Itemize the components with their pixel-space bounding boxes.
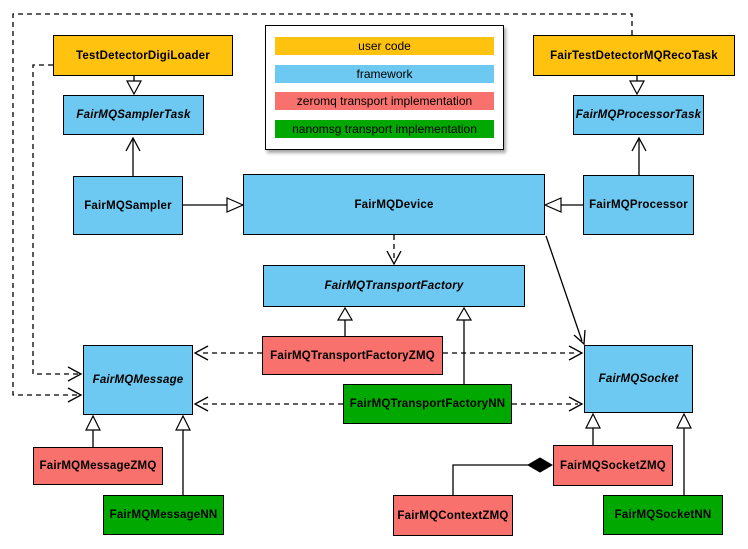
edge-dep-factoryzmq-socket xyxy=(443,345,584,361)
node-fairmq-processor-task: FairMQProcessorTask xyxy=(573,95,704,135)
node-fairmq-transport-factory-nn: FairMQTransportFactoryNN xyxy=(343,384,512,424)
node-fairmq-message-nn: FairMQMessageNN xyxy=(103,495,224,535)
edge-dep-factorynn-socket xyxy=(512,396,584,412)
edge-assoc-sampler-samplertask xyxy=(125,136,141,176)
node-fairmq-device: FairMQDevice xyxy=(243,174,545,235)
edge-inherit-factorynn-transportfactory xyxy=(455,306,473,384)
edge-dep-factorynn-message xyxy=(193,396,343,412)
node-fairmq-sampler-task: FairMQSamplerTask xyxy=(63,95,204,135)
legend-item-zeromq: zeromq transport implementation xyxy=(275,92,494,111)
node-fair-test-detector-mq-reco-task: FairTestDetectorMQRecoTask xyxy=(533,35,735,76)
edge-dep-digiloader-message xyxy=(32,64,83,382)
node-fairmq-transport-factory-zmq: FairMQTransportFactoryZMQ xyxy=(262,336,443,375)
edge-dep-recotask-message xyxy=(12,13,633,403)
edge-inherit-factoryzmq-transportfactory xyxy=(336,306,354,336)
edge-inherit-digiloader-samplertask xyxy=(125,76,143,96)
node-fairmq-socket: FairMQSocket xyxy=(584,345,693,413)
node-fairmq-transport-factory: FairMQTransportFactory xyxy=(263,265,525,307)
legend-item-nanomsg: nanomsg transport implementation xyxy=(275,119,494,138)
node-fairmq-processor: FairMQProcessor xyxy=(583,175,694,235)
edge-assoc-processor-processortask xyxy=(631,136,647,175)
node-test-detector-digi-loader: TestDetectorDigiLoader xyxy=(53,35,233,76)
edge-assoc-device-socket xyxy=(545,235,586,346)
edge-inherit-messagezmq-message xyxy=(85,414,101,447)
edge-inherit-messagenn-message xyxy=(175,414,191,495)
edge-inherit-recotask-processortask xyxy=(628,76,646,96)
edge-dep-device-transportfactory xyxy=(386,235,402,266)
edge-inherit-processor-device xyxy=(543,197,583,213)
legend-item-user-code: user code xyxy=(275,37,494,55)
legend-item-framework: framework xyxy=(275,64,494,83)
node-fairmq-message: FairMQMessage xyxy=(83,345,193,415)
node-fairmq-socket-nn: FairMQSocketNN xyxy=(603,495,723,535)
edge-inherit-socketzmq-socket xyxy=(585,412,601,445)
legend: user code framework zeromq transport imp… xyxy=(265,25,504,150)
node-fairmq-context-zmq: FairMQContextZMQ xyxy=(393,495,513,536)
edge-inherit-sampler-device xyxy=(183,197,245,213)
edge-inherit-socketnn-socket xyxy=(676,412,692,495)
edge-comp-socketzmq-contextzmq xyxy=(452,457,553,495)
node-fairmq-socket-zmq: FairMQSocketZMQ xyxy=(553,445,673,486)
node-fairmq-message-zmq: FairMQMessageZMQ xyxy=(33,447,163,485)
edge-dep-factoryzmq-message xyxy=(193,345,262,361)
node-fairmq-sampler: FairMQSampler xyxy=(73,176,183,235)
